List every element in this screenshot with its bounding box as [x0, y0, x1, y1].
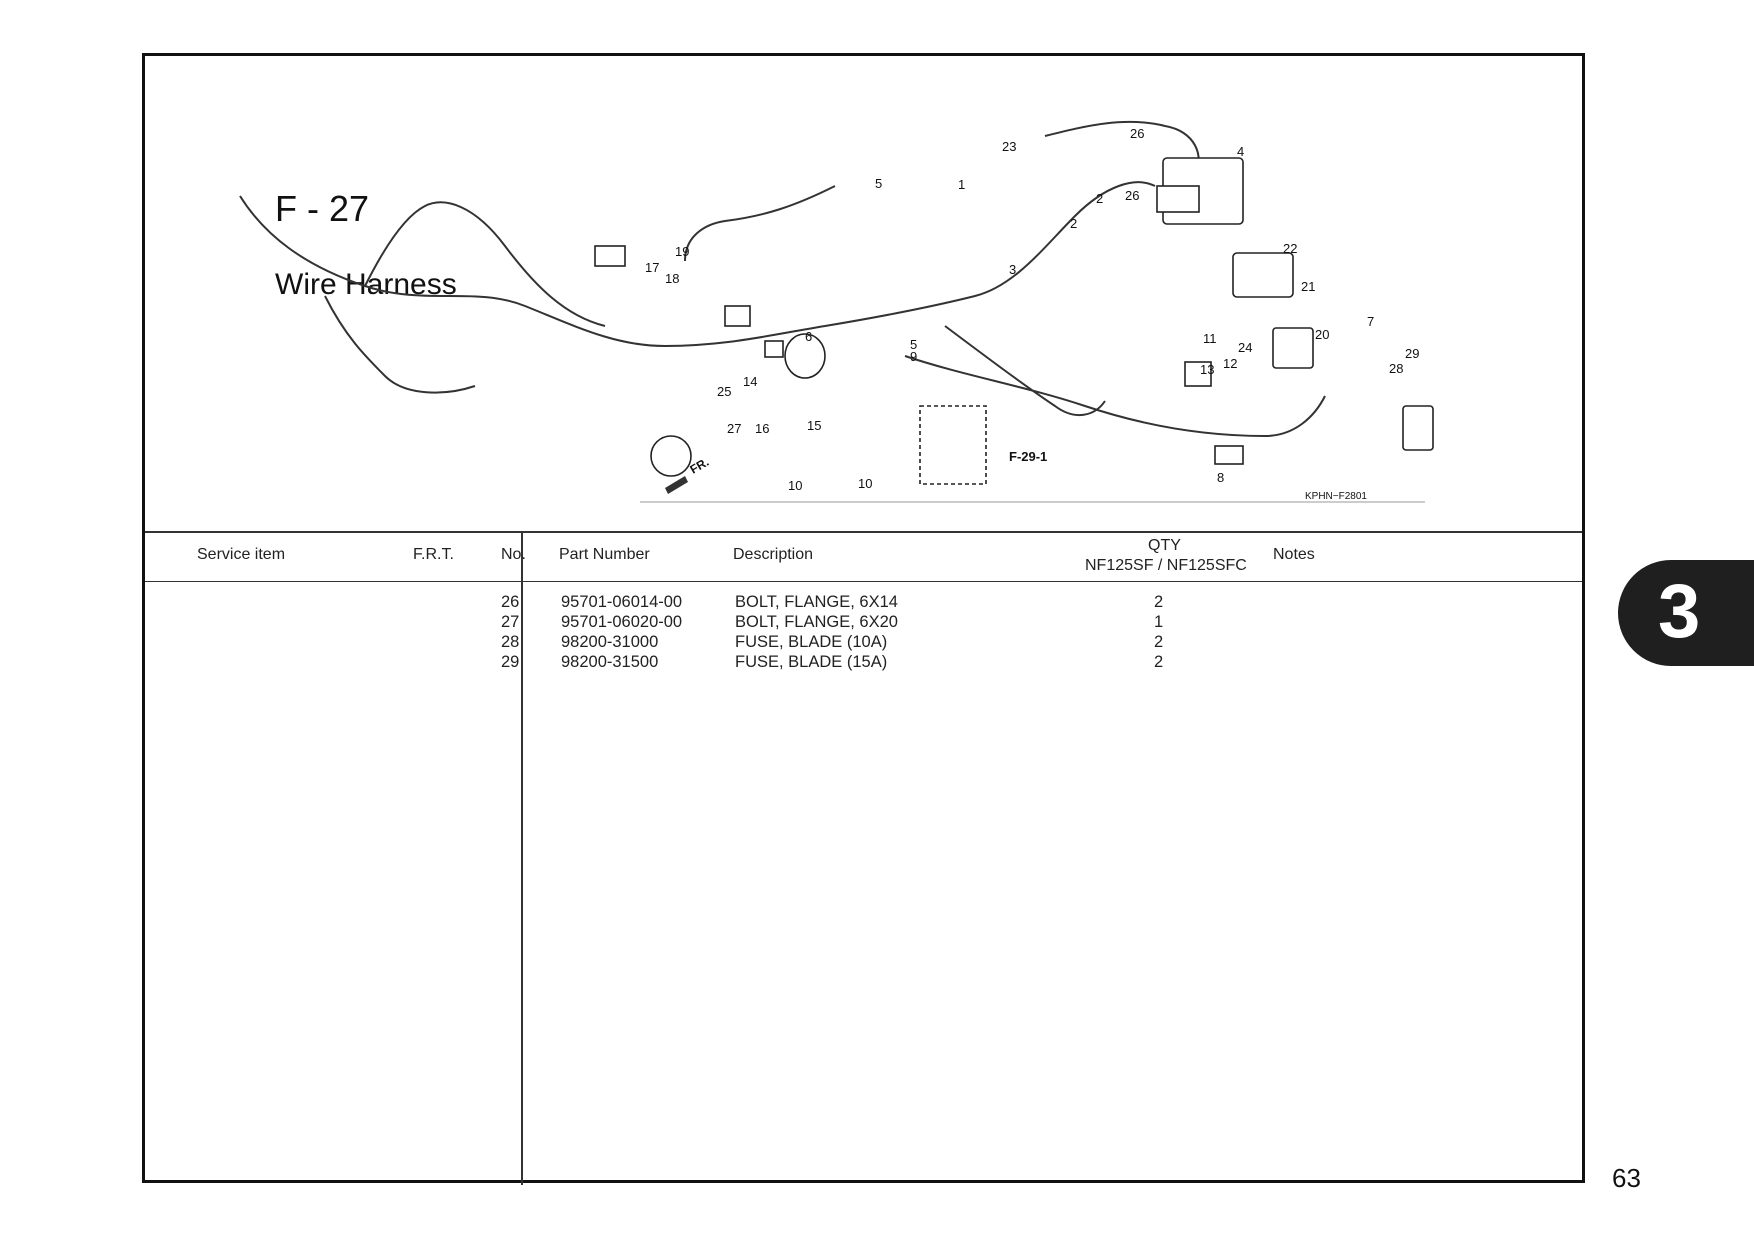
callout-22: 22 — [1283, 241, 1297, 256]
callout-29: 29 — [1405, 346, 1419, 361]
callout-9: 9 — [910, 349, 917, 364]
callout-1: 1 — [958, 177, 965, 192]
capacitor — [784, 333, 826, 379]
callout-4: 4 — [1237, 144, 1244, 159]
relay-11 — [1184, 361, 1212, 387]
row-no: 27 — [501, 613, 520, 631]
callout-6: 6 — [805, 329, 812, 344]
callout-19: 19 — [675, 244, 689, 259]
section-tab: 3 — [1618, 560, 1754, 666]
callout-27: 27 — [727, 421, 741, 436]
header-qty: QTY — [1148, 537, 1181, 554]
row-description: FUSE, BLADE (10A) — [735, 633, 888, 651]
callout-7: 7 — [1367, 314, 1374, 329]
callout-2: 2 — [1096, 191, 1103, 206]
row-part-number: 95701-06020-00 — [561, 613, 683, 631]
callout-10: 10 — [788, 478, 802, 493]
callout-11: 11 — [1203, 331, 1217, 346]
table-divider — [521, 533, 523, 1185]
callout-17: 17 — [645, 260, 659, 275]
parts-table: Service item F.R.T. No. Part Number Desc… — [145, 531, 1582, 1185]
callout-8: 8 — [1217, 470, 1224, 485]
figure-code: F - 27 — [275, 188, 370, 229]
callout-28: 28 — [1389, 361, 1403, 376]
callout-25: 25 — [717, 384, 731, 399]
row-no: 29 — [501, 653, 520, 671]
connector-18 — [594, 245, 626, 267]
row-qty: 2 — [1154, 633, 1164, 651]
page-frame: F - 27 Wire Harness — [142, 53, 1585, 1185]
diagram-code: KPHN−F2801 — [1305, 491, 1367, 502]
coil-lead — [684, 185, 836, 262]
header-frt: F.R.T. — [413, 546, 454, 563]
callout-26: 26 — [1130, 126, 1144, 141]
row-description: BOLT, FLANGE, 6X14 — [735, 593, 898, 611]
callout-3: 3 — [1009, 262, 1016, 277]
harness-branch-7 — [1044, 120, 1200, 177]
header-service-item: Service item — [197, 546, 286, 563]
callout-24: 24 — [1238, 340, 1252, 355]
header-part-number: Part Number — [559, 546, 650, 563]
connector-9 — [764, 340, 784, 358]
harness-branch-8 — [904, 355, 1326, 438]
ref-link: F-29-1 — [1009, 449, 1047, 464]
harness-branch-5 — [364, 201, 606, 327]
header-notes: Notes — [1273, 546, 1315, 563]
callout-5: 5 — [875, 176, 882, 191]
callout-26b: 26 — [1125, 188, 1139, 203]
page-number: 63 — [1612, 1163, 1641, 1193]
row-part-number: 98200-31000 — [561, 633, 659, 651]
row-qty: 2 — [1154, 593, 1164, 611]
callout-15: 15 — [807, 418, 821, 433]
harness-branch-6 — [324, 295, 476, 394]
diagram-area: F - 27 Wire Harness — [145, 56, 1582, 531]
row-no: 28 — [501, 633, 520, 651]
fuse-box — [1402, 405, 1434, 451]
header-no: No. — [501, 546, 526, 563]
row-part-number: 98200-31500 — [561, 653, 659, 671]
callout-10b: 10 — [858, 476, 872, 491]
callout-16: 16 — [755, 421, 769, 436]
row-no: 26 — [501, 593, 520, 611]
callout-20: 20 — [1315, 327, 1329, 342]
section-tab-number: 3 — [1658, 569, 1701, 654]
harness-branch-right — [944, 325, 1106, 416]
starter-relay — [1272, 327, 1314, 369]
row-qty: 1 — [1154, 613, 1164, 631]
bracket-F-29-1 — [919, 405, 987, 485]
connector-8 — [1214, 445, 1244, 465]
callout-13: 13 — [1200, 362, 1214, 377]
table-header: Service item F.R.T. No. Part Number Desc… — [145, 533, 1582, 582]
header-description: Description — [733, 546, 814, 563]
header-qty-models: NF125SF / NF125SFC — [1085, 557, 1247, 574]
callout-23: 23 — [1002, 139, 1016, 154]
callout-12: 12 — [1223, 356, 1237, 371]
horn — [650, 435, 692, 477]
ignition-coil — [1156, 185, 1200, 213]
row-part-number: 95701-06014-00 — [561, 593, 683, 611]
cdi-unit — [1232, 252, 1294, 298]
wire-harness-diagram: 23 26 4 5 1 2 26 2 19 17 18 22 3 21 7 20… — [239, 120, 1434, 503]
callout-18: 18 — [665, 271, 679, 286]
row-description: BOLT, FLANGE, 6X20 — [735, 613, 898, 631]
row-description: FUSE, BLADE (15A) — [735, 653, 888, 671]
callout-5b: 5 — [910, 337, 917, 352]
callout-21: 21 — [1301, 279, 1315, 294]
callout-2b: 2 — [1070, 216, 1077, 231]
main-harness-wire — [239, 181, 1156, 348]
connector-21 — [724, 305, 751, 327]
front-arrow-icon — [665, 476, 688, 494]
row-qty: 2 — [1154, 653, 1164, 671]
callout-14: 14 — [743, 374, 757, 389]
